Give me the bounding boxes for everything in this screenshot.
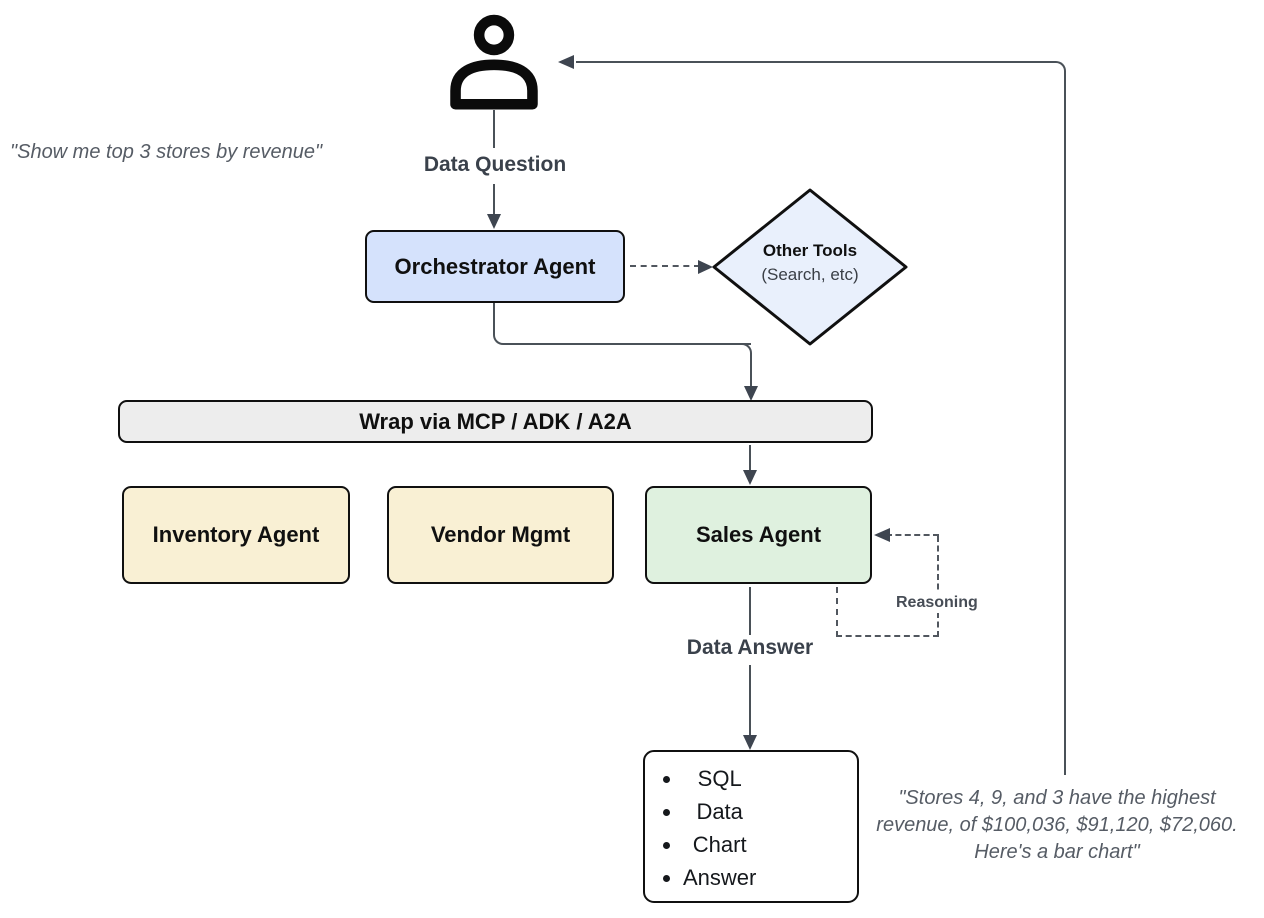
output-results-node: SQL Data Chart Answer <box>643 750 859 903</box>
answer-quote-line-2: revenue, of $100,036, $91,120, $72,060. <box>876 814 1238 836</box>
wrap-to-sales-line <box>749 445 751 473</box>
wrap-protocol-label: Wrap via MCP / ADK / A2A <box>359 408 632 434</box>
output-items-list: SQL Data Chart Answer <box>645 762 756 894</box>
sales-agent-label: Sales Agent <box>695 522 822 547</box>
answer-to-output-line <box>749 665 751 735</box>
feedback-arrowhead-icon <box>558 55 574 69</box>
output-item-data: Data <box>683 795 756 828</box>
output-item-answer: Answer <box>683 861 756 894</box>
output-arrowhead-icon <box>743 735 757 750</box>
feedback-connector <box>576 61 1066 775</box>
orchestrator-to-tools-dashed-line <box>630 265 700 267</box>
other-tools-title: Other Tools <box>762 241 858 260</box>
vendor-mgmt-node: Vendor Mgmt <box>387 486 614 584</box>
reasoning-loop-left-segment <box>836 587 838 637</box>
vendor-mgmt-label: Vendor Mgmt <box>430 522 571 547</box>
question-to-orchestrator-line <box>493 184 495 216</box>
answer-quote-line-1: "Stores 4, 9, and 3 have the highest <box>898 787 1216 809</box>
reasoning-loop-top-segment <box>886 534 939 536</box>
inventory-agent-label: Inventory Agent <box>152 522 320 547</box>
output-item-sql: SQL <box>683 762 756 795</box>
orchestrator-agent-label: Orchestrator Agent <box>394 253 596 279</box>
sales-arrowhead-icon <box>743 470 757 485</box>
orchestrator-to-wrap-elbow <box>493 303 751 345</box>
user-question-quote: "Show me top 3 stores by revenue" <box>10 141 323 163</box>
reasoning-label: Reasoning <box>892 593 982 613</box>
sales-to-answer-line <box>749 587 751 635</box>
data-answer-label: Data Answer <box>686 636 814 659</box>
user-to-question-line <box>493 110 495 148</box>
other-tools-diamond <box>712 188 908 346</box>
other-tools-text: Other Tools (Search, etc) <box>730 239 890 286</box>
answer-quote-line-3: Here's a bar chart" <box>974 841 1140 863</box>
data-question-label: Data Question <box>423 153 567 176</box>
wrap-bar-arrowhead-icon <box>744 386 758 401</box>
reasoning-loop-right-segment <box>937 536 939 637</box>
other-tools-subtitle: (Search, etc) <box>761 265 859 284</box>
answer-quote: "Stores 4, 9, and 3 have the highest rev… <box>868 785 1246 866</box>
orchestrator-agent-node: Orchestrator Agent <box>365 230 625 303</box>
orchestrator-arrowhead-icon <box>487 214 501 229</box>
reasoning-loop-bottom-segment <box>836 635 939 637</box>
wrap-protocol-bar: Wrap via MCP / ADK / A2A <box>118 400 873 443</box>
user-person-icon <box>450 14 538 110</box>
inventory-agent-node: Inventory Agent <box>122 486 350 584</box>
output-item-chart: Chart <box>683 828 756 861</box>
sales-agent-node: Sales Agent <box>645 486 872 584</box>
orchestrator-to-wrap-elbow-corner <box>741 343 752 389</box>
tools-arrowhead-icon <box>698 260 713 274</box>
reasoning-arrowhead-icon <box>874 528 890 542</box>
